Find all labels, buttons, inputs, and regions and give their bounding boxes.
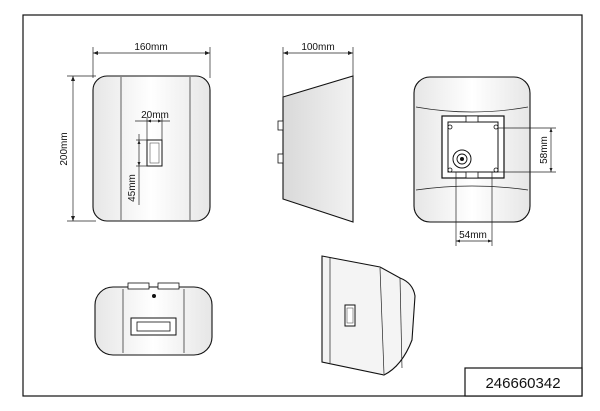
dimension-front-width: 160mm	[92, 42, 211, 78]
side-view	[277, 75, 354, 223]
switch-slot	[146, 139, 163, 167]
slot-height-label: 45mm	[127, 174, 138, 202]
back-mount-height-label: 58mm	[539, 136, 550, 164]
drawing-frame	[22, 14, 583, 397]
front-height-label: 200mm	[59, 132, 70, 165]
dimension-back-mount-height: 58mm	[498, 127, 556, 173]
bottom-view	[94, 282, 213, 356]
side-depth-label: 100mm	[301, 42, 334, 53]
dimension-side-depth: 100mm	[282, 42, 354, 99]
front-view	[92, 75, 211, 222]
dimension-back-mount-width: 54mm	[455, 172, 493, 246]
perspective-view	[321, 255, 416, 376]
dimension-front-height: 200mm	[59, 75, 96, 222]
back-view	[413, 76, 531, 223]
back-mount-width-label: 54mm	[459, 230, 487, 241]
product-code: 246660342	[485, 375, 560, 392]
product-code-box: 246660342	[464, 367, 583, 397]
front-width-label: 160mm	[134, 42, 167, 53]
switch-window	[130, 317, 177, 336]
slot-width-label: 20mm	[141, 110, 169, 121]
dimension-slot-width: 20mm	[135, 110, 170, 141]
dimension-slot-height: 45mm	[127, 134, 148, 205]
